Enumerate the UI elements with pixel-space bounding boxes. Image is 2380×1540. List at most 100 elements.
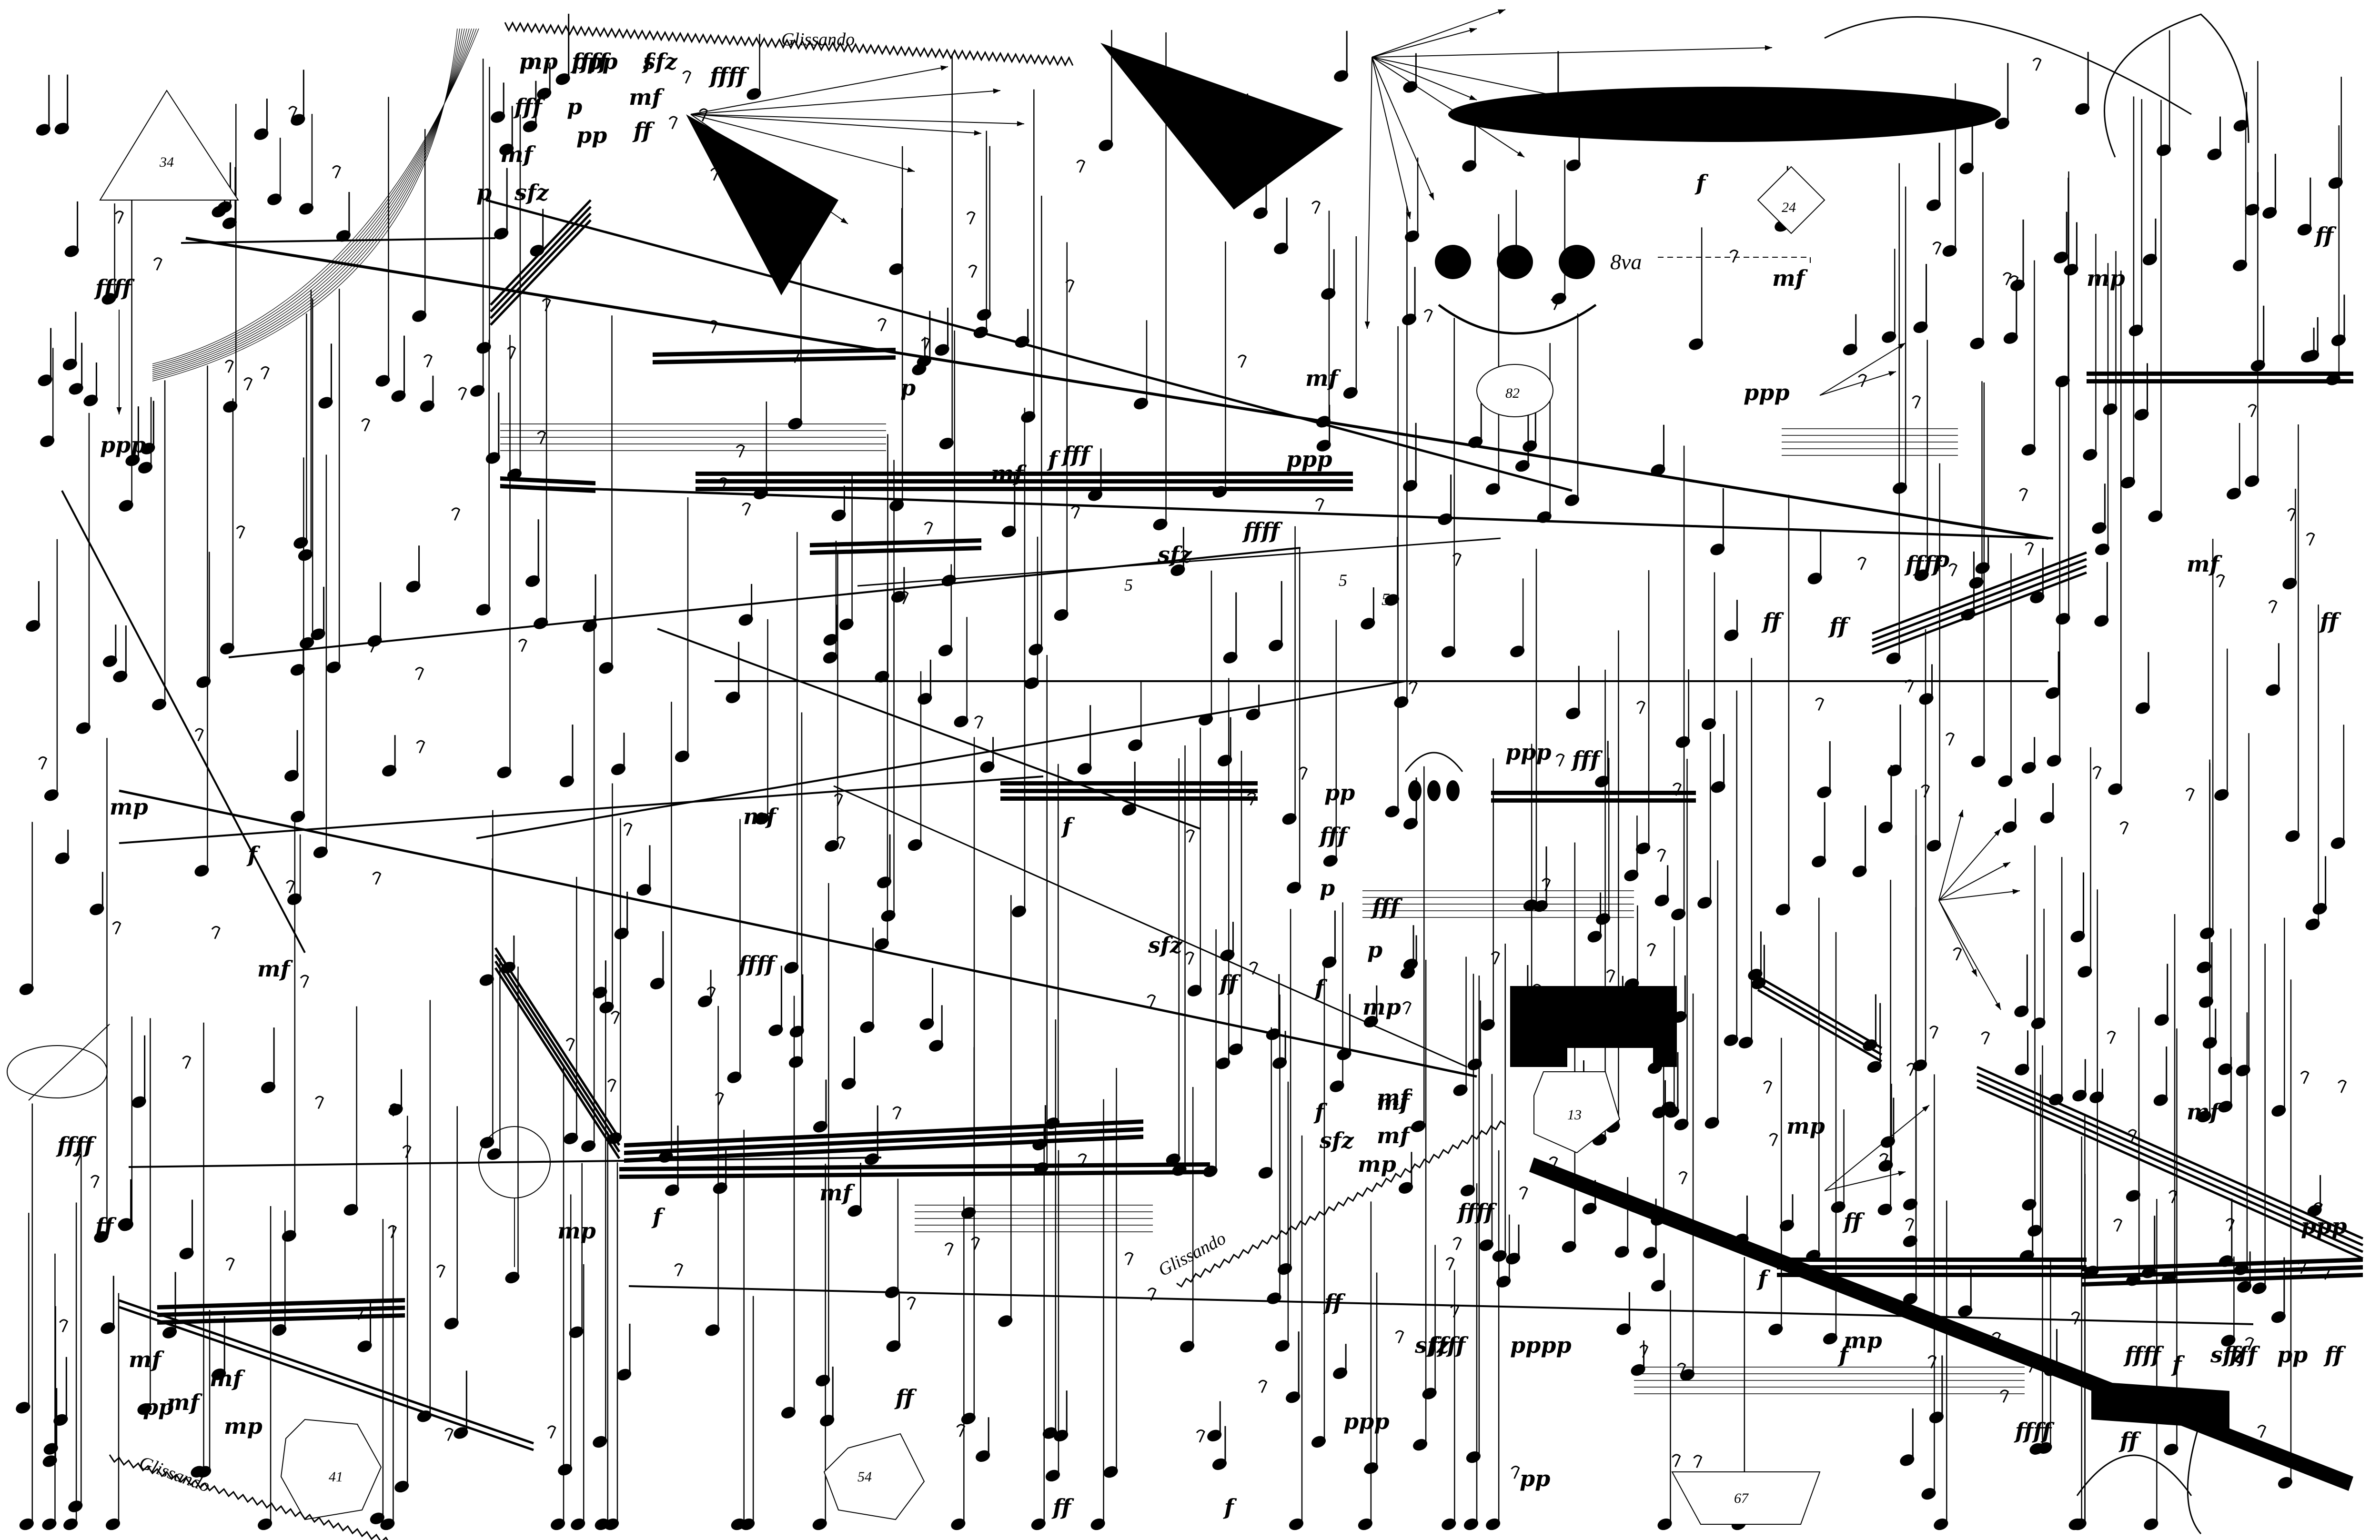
- arc: [1438, 303, 1597, 335]
- arrowhead-icon: [1017, 121, 1024, 127]
- rest-icon: [2019, 488, 2028, 502]
- rest-icon: [1402, 1001, 1412, 1015]
- notehead: [558, 1464, 573, 1476]
- notehead: [2157, 144, 2171, 156]
- beam: [653, 355, 896, 364]
- dynamic-marking: mp: [1358, 1151, 1396, 1177]
- rest-icon: [182, 1056, 192, 1069]
- notehead: [394, 1480, 409, 1493]
- arrowhead-icon: [940, 65, 948, 71]
- rest-icon: [2128, 1129, 2137, 1143]
- notehead: [1460, 1185, 1475, 1197]
- notehead: [311, 628, 325, 640]
- notehead: [1768, 1323, 1783, 1336]
- dynamic-marking: fff: [708, 63, 741, 89]
- notehead: [485, 452, 500, 464]
- notehead: [2014, 1006, 2029, 1017]
- arc: [1824, 16, 2192, 115]
- dynamic-marking: f: [1694, 170, 1709, 196]
- notehead: [480, 1137, 494, 1148]
- rest-icon: [1927, 1355, 1937, 1369]
- notehead: [1970, 337, 1985, 350]
- notehead: [1212, 1458, 1227, 1470]
- notehead: [559, 775, 574, 787]
- notehead: [1403, 480, 1418, 492]
- notehead: [1867, 1061, 1882, 1073]
- notehead: [1220, 949, 1235, 961]
- notehead: [1385, 805, 1400, 817]
- rest-icon: [2009, 275, 2019, 289]
- pentagon-outline: [1671, 1471, 1821, 1525]
- notehead: [507, 468, 522, 481]
- notehead: [487, 1148, 502, 1160]
- notehead: [1479, 1239, 1493, 1251]
- notehead: [38, 374, 52, 386]
- rest-icon: [444, 1428, 454, 1441]
- notehead: [282, 1230, 296, 1242]
- beam: [810, 538, 981, 547]
- beam: [2082, 1273, 2363, 1287]
- dynamic-marking: mp: [1786, 1113, 1825, 1139]
- arrowhead-icon: [1888, 371, 1896, 376]
- dynamic-marking: f: [1223, 1494, 1237, 1520]
- notehead: [1272, 1057, 1287, 1069]
- notehead: [1652, 1107, 1667, 1118]
- rest-icon: [1672, 782, 1682, 796]
- long-diagonal-line: [476, 680, 1406, 839]
- notehead: [841, 1077, 856, 1090]
- rest-icon: [315, 1096, 324, 1109]
- rest-icon: [1636, 701, 1645, 714]
- notehead: [616, 1369, 631, 1381]
- beam: [1777, 1258, 2087, 1262]
- notehead: [2126, 1190, 2140, 1202]
- dynamic-marking: p: [567, 94, 582, 120]
- rest-icon: [736, 444, 745, 458]
- dynamic-marking: sfz: [1157, 542, 1192, 567]
- rest-icon: [211, 926, 221, 939]
- dynamic-marking: ffff: [737, 951, 778, 977]
- notehead: [1218, 755, 1232, 766]
- notehead: [367, 635, 382, 647]
- arrowhead-icon: [974, 130, 981, 136]
- rest-icon: [674, 1263, 684, 1277]
- notehead: [1088, 489, 1103, 501]
- rest-icon: [2300, 1071, 2309, 1084]
- notehead: [1166, 1153, 1180, 1165]
- arrow-line: [1938, 862, 2011, 901]
- notehead: [1998, 775, 2013, 787]
- dynamic-marking: ffff: [570, 49, 611, 74]
- arrow-line: [1372, 57, 1434, 201]
- notehead: [1624, 869, 1639, 882]
- notehead: [476, 604, 491, 616]
- notehead: [886, 1340, 901, 1352]
- notehead: [788, 418, 803, 430]
- notehead: [1914, 569, 1929, 581]
- arrow-line: [690, 114, 915, 172]
- notehead: [16, 1402, 30, 1414]
- notehead: [2003, 332, 2018, 344]
- rest-icon: [90, 1175, 100, 1188]
- arrowhead-icon: [1636, 110, 1644, 116]
- rest-icon: [1857, 557, 1866, 570]
- rest-icon: [224, 360, 234, 373]
- dynamic-marking: p: [900, 375, 916, 401]
- rest-icon: [1606, 969, 1615, 983]
- notehead: [2135, 702, 2150, 714]
- rest-icon: [907, 1297, 916, 1310]
- dynamic-marking: mf: [991, 461, 1027, 486]
- arrow-line: [690, 114, 1025, 124]
- dynamic-marking: ppp: [572, 49, 618, 74]
- dynamic-marking: f: [1061, 813, 1075, 839]
- rest-icon: [1912, 395, 1921, 409]
- rest-icon: [225, 1258, 235, 1271]
- notehead: [998, 1315, 1013, 1327]
- dynamic-marking: mf: [743, 804, 779, 829]
- notehead: [891, 591, 906, 603]
- rest-icon: [1858, 373, 1867, 387]
- rest-icon: [956, 1424, 966, 1437]
- beam: [119, 1299, 534, 1445]
- notehead: [1403, 958, 1418, 970]
- notehead: [1566, 707, 1581, 719]
- beam: [494, 960, 621, 1153]
- dynamic-marking: f: [1756, 1266, 1771, 1291]
